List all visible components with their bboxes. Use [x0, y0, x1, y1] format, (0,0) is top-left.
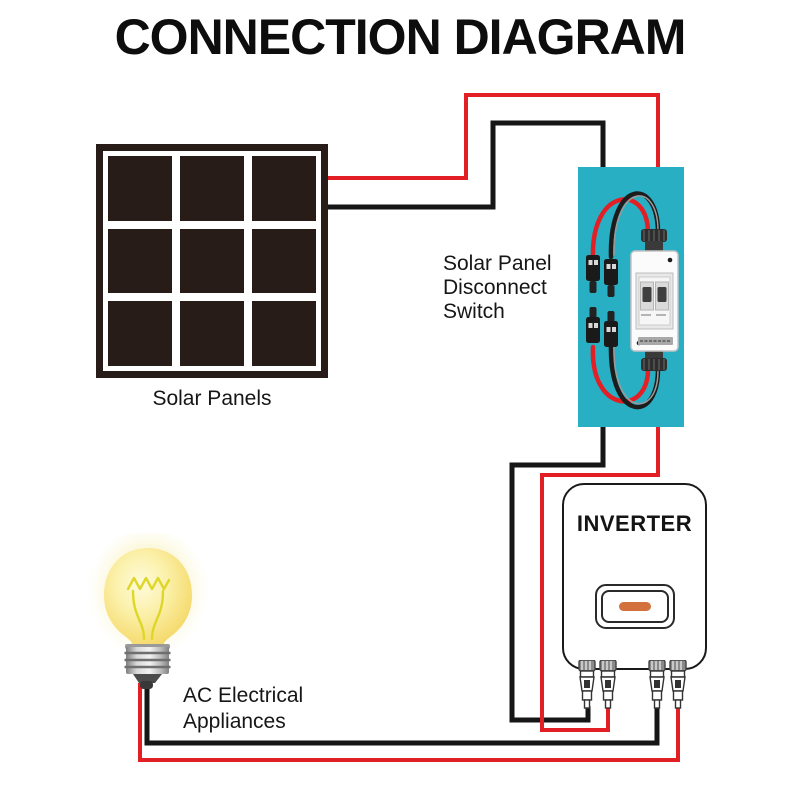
- solar-cell: [108, 156, 172, 221]
- solar-panels-label: Solar Panels: [152, 387, 272, 410]
- inverter-display-inner: [600, 590, 669, 623]
- cable-gland-top: [641, 229, 667, 252]
- inverter-display: [594, 584, 675, 629]
- mc4-connector-1: [578, 660, 596, 709]
- light-bulb-graphic: [88, 533, 210, 689]
- mc4-pair-bottom: [586, 307, 618, 347]
- inverter-graphic: INVERTER: [562, 483, 707, 670]
- solar-cell: [180, 228, 244, 294]
- wire-pv-positive-red: [328, 93, 660, 180]
- solar-cell: [180, 156, 244, 221]
- disconnect-switch-graphic: [578, 167, 684, 427]
- inverter-indicator-light: [618, 602, 651, 611]
- mc4-connector-2: [599, 660, 617, 709]
- breaker-enclosure: [630, 250, 679, 352]
- wire-pv-negative-black: [328, 120, 606, 210]
- inverter-label: INVERTER: [576, 511, 693, 536]
- breaker-toggle-2: [657, 287, 667, 302]
- solar-cell: [108, 301, 172, 366]
- mc4-connectors-graphic: [578, 660, 687, 709]
- solar-panels-graphic: [96, 144, 328, 378]
- solar-cell: [180, 301, 244, 366]
- mc4-connector-3: [648, 660, 666, 709]
- solar-cell: [252, 301, 316, 366]
- bulb-filament: [126, 576, 171, 641]
- wire-switch-to-inverter-black: [509, 422, 606, 723]
- breaker-toggle-1: [642, 287, 652, 302]
- solar-cell: [252, 228, 316, 294]
- bulb-glass: [104, 548, 192, 648]
- solar-cell: [108, 228, 172, 294]
- wire-inverter-to-appliance-red: [138, 683, 680, 762]
- page-title: CONNECTION DIAGRAM: [114, 9, 687, 65]
- ac-appliances-label: AC Electrical Appliances: [183, 684, 304, 733]
- disconnect-switch-photo: [586, 191, 679, 410]
- mc4-pair-top: [586, 255, 618, 297]
- bulb-contact: [133, 674, 162, 683]
- wire-inverter-to-appliance-black: [144, 683, 660, 746]
- wire-switch-to-inverter-red: [540, 422, 660, 732]
- switch-loop-bottom-red: [590, 344, 651, 404]
- cable-gland-bottom: [641, 349, 667, 371]
- switch-loop-top-red: [590, 197, 651, 260]
- mc4-connector-4: [669, 660, 687, 709]
- solar-cell: [252, 156, 316, 221]
- disconnect-switch-label: Solar Panel Disconnect Switch: [443, 252, 552, 323]
